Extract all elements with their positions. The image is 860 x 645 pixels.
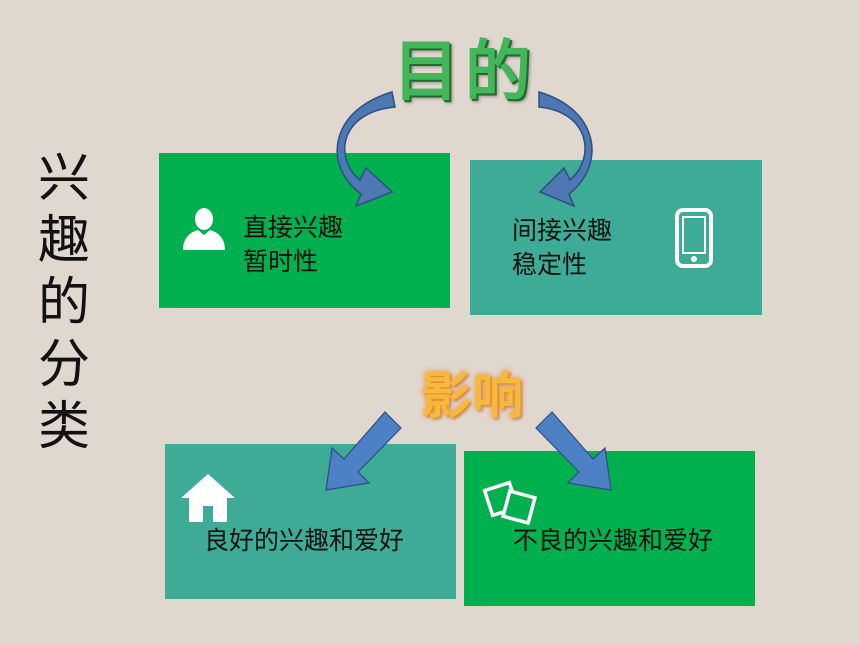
- side-title-char-3: 的: [37, 273, 90, 333]
- bad-hobbies-text: 不良的兴趣和爱好: [513, 524, 713, 558]
- indirect-interest-text: 间接兴趣 稳定性: [512, 214, 612, 282]
- direct-interest-box: 直接兴趣 暂时性: [159, 153, 450, 308]
- person-icon: [181, 205, 227, 260]
- indirect-interest-box: 间接兴趣 稳定性: [470, 160, 762, 315]
- side-title-char-5: 类: [37, 397, 90, 457]
- bad-hobbies-label: 不良的兴趣和爱好: [513, 526, 714, 555]
- side-title-char-1: 兴: [37, 149, 90, 209]
- bad-hobbies-box: 不良的兴趣和爱好: [464, 451, 755, 606]
- good-hobbies-box: 良好的兴趣和爱好: [165, 444, 456, 599]
- good-hobbies-text: 良好的兴趣和爱好: [204, 524, 404, 558]
- side-title: 兴 趣 的 分 类: [34, 148, 94, 458]
- good-hobbies-label: 良好的兴趣和爱好: [204, 526, 405, 555]
- side-title-char-4: 分: [37, 335, 90, 395]
- influence-heading: 影响: [421, 367, 525, 425]
- side-title-char-2: 趣: [37, 211, 90, 271]
- house-icon: [179, 472, 237, 533]
- cards-icon: [482, 480, 542, 537]
- indirect-interest-trait: 稳定性: [512, 250, 588, 279]
- phone-icon: [674, 208, 714, 277]
- indirect-interest-label: 间接兴趣: [512, 216, 613, 245]
- direct-interest-label: 直接兴趣: [243, 213, 344, 242]
- direct-interest-text: 直接兴趣 暂时性: [243, 211, 343, 279]
- purpose-heading: 目的: [393, 32, 537, 110]
- direct-interest-trait: 暂时性: [243, 247, 319, 276]
